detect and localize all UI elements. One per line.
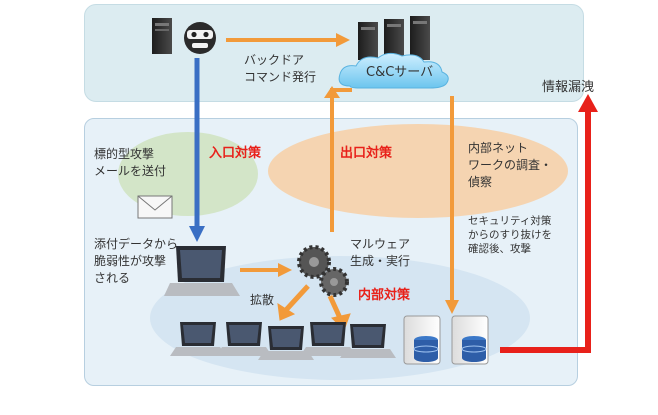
entry-measures-label: 入口対策 [209,146,262,161]
bypass-line3: 確認後、攻撃 [468,243,531,255]
backdoor-label-line2: コマンド発行 [244,70,317,84]
backdoor-arrow [226,33,350,47]
exit-measures-label: 出口対策 [340,146,393,161]
victim-laptop-icon [164,246,240,296]
cloud-icon [338,52,449,89]
spread-label: 拡散 [250,293,275,307]
attachment-line1: 添付データから [94,237,179,251]
attachment-line2: 脆弱性が攻撃 [94,254,167,268]
infection-arrow [240,263,292,277]
backdoor-label-line1: バックドア [244,53,305,67]
targeted-mail-label: 標的型攻撃 メールを送付 [94,146,166,180]
malware-line2: 生成・実行 [350,254,411,268]
internal-measures-label: 内部対策 [358,288,411,303]
attacker-server-icon [152,18,172,54]
internal-laptops [170,322,396,360]
bypass-line1: セキュリティ対策 [468,215,552,227]
leak-label: 情報漏洩 [542,80,595,95]
internal-attack-arrow [445,96,459,314]
cnc-server-icon [358,16,430,60]
attachment-exploit-label: 添付データから 脆弱性が攻撃 される [94,236,178,287]
recon-line3: 偵察 [468,175,493,189]
recon-line2: ワークの調査・ [468,158,553,172]
attacker-icon [184,22,216,54]
mail-delivery-arrow [189,58,205,242]
exit-zone-ellipse [268,124,568,218]
targeted-mail-line1: 標的型攻撃 [94,147,155,161]
recon-line1: 内部ネット [468,141,529,155]
attachment-line3: される [94,271,131,285]
mail-icon [137,195,173,219]
targeted-mail-line2: メールを送付 [94,164,167,178]
database-server-icon [403,315,489,365]
backdoor-label: バックドア コマンド発行 [244,52,316,86]
malware-icon [297,245,349,297]
malware-callback-arrow [324,86,352,232]
cnc-server-label: C&Cサーバ [366,65,434,80]
bypass-label: セキュリティ対策 からのすり抜けを 確認後、攻撃 [468,214,552,256]
bypass-line2: からのすり抜けを [468,229,552,241]
malware-label: マルウェア 生成・実行 [350,236,410,270]
leak-arrow [500,94,598,353]
recon-label: 内部ネット ワークの調査・ 偵察 [468,140,552,191]
malware-line1: マルウェア [350,237,411,251]
